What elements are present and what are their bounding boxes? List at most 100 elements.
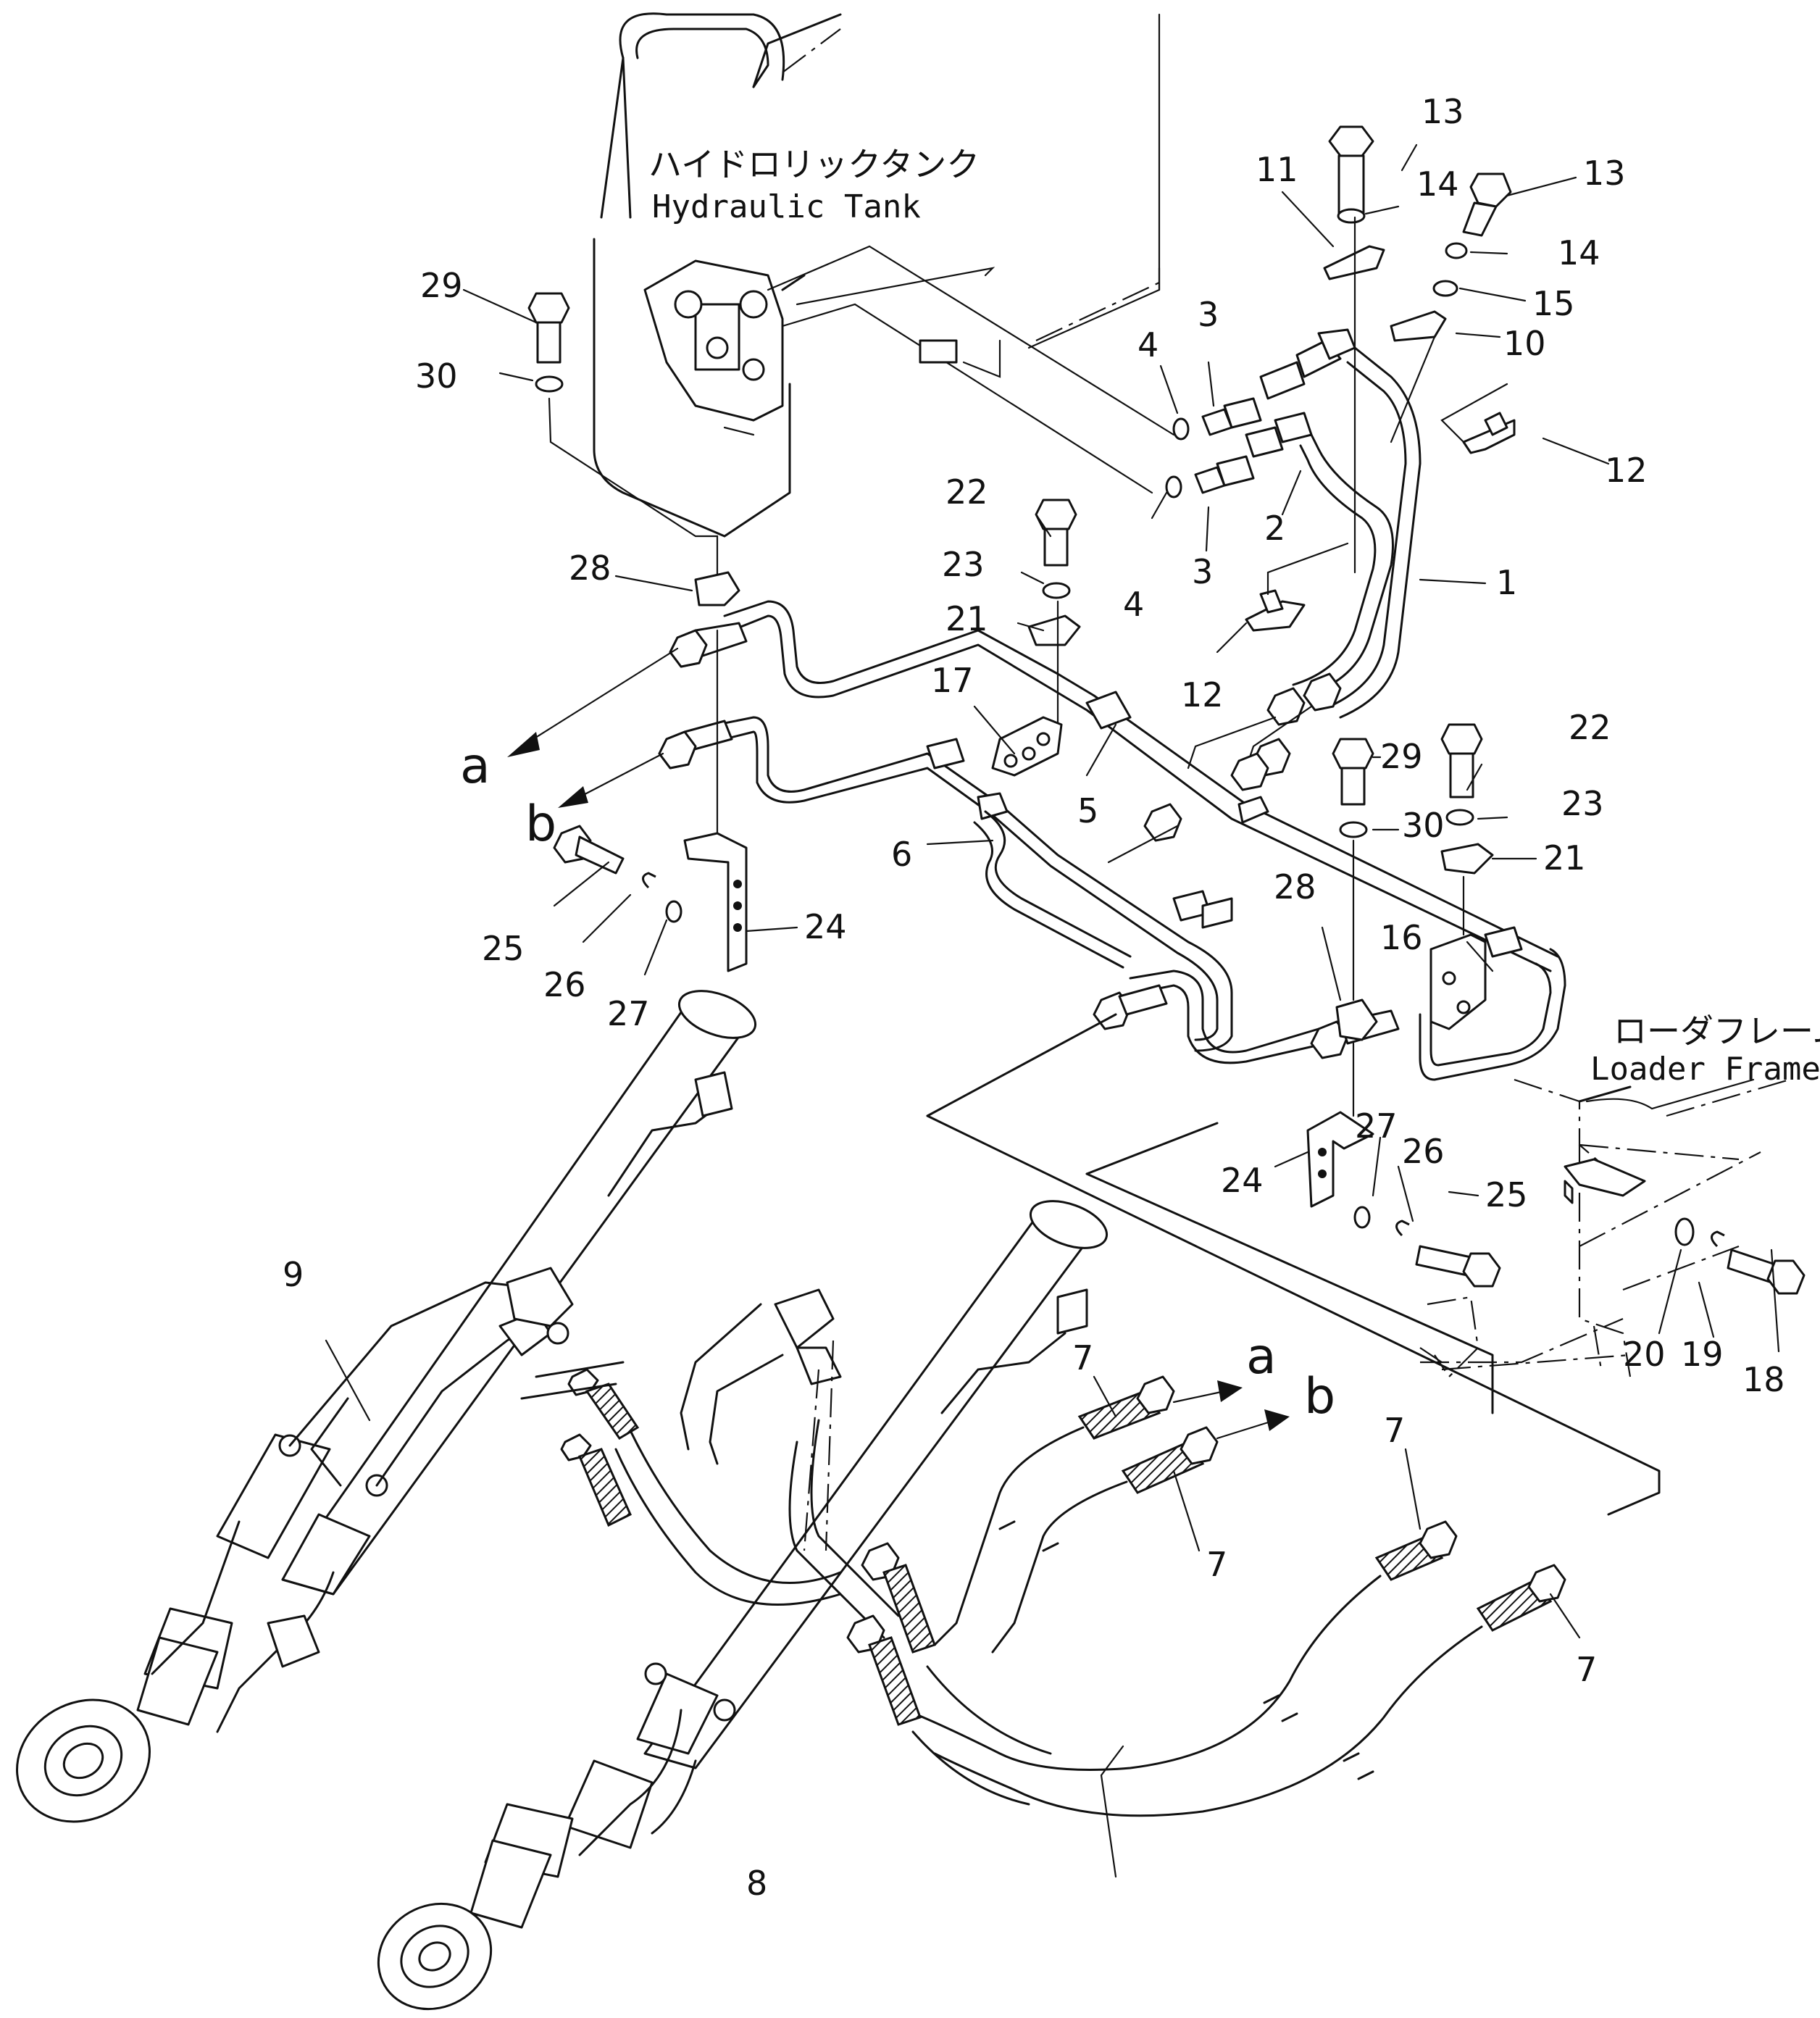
lock-washer-23-right [1445,809,1474,826]
callout-22-right: 22 [1569,708,1611,747]
callout-numbers: 1 2 3 3 4 4 5 6 7 7 7 7 8 9 10 11 12 12 … [283,92,1785,1903]
callout-26-left: 26 [543,965,586,1004]
callout-17: 17 [931,661,974,700]
loader-frame-fasteners [1674,1217,1806,1295]
callout-27-right: 27 [1355,1106,1398,1146]
washer-20 [1674,1217,1695,1246]
bolt-22-right [1440,723,1483,799]
bolt-25-right [1415,1245,1501,1288]
bolt-18 [1727,1248,1806,1295]
lock-washer-14-right [1445,242,1468,259]
bracket-17 [991,716,1063,777]
clamp-21-right [1440,843,1494,875]
callout-11: 11 [1256,150,1298,189]
hydraulic-tank: ハイドロリックタンク Hydraulic Tank [593,12,1175,538]
washer-27-left [665,900,682,923]
callout-12-lower: 12 [1181,675,1224,714]
callout-12-upper: 12 [1605,451,1648,490]
callout-27-left: 27 [607,994,650,1033]
conn-a-left-label: a [460,738,491,795]
callout-23-right: 23 [1561,784,1604,823]
control-valve-block [643,259,806,422]
pipe-2 [1292,433,1394,697]
callout-18: 18 [1742,1360,1785,1399]
callout-13-upper: 13 [1422,92,1464,131]
callout-24-left: 24 [804,907,847,946]
callout-19: 19 [1681,1335,1724,1374]
lock-washer-30-right [1339,821,1368,838]
pipe-6-nut-right [1143,803,1182,842]
callout-29-right: 29 [1380,737,1423,776]
upper-fittings-group [1245,125,1516,632]
callout-24-right: 24 [1221,1161,1264,1200]
bolt-25-left [553,825,625,875]
bracket-24-right [1306,1111,1374,1208]
clamp-28-right [1335,998,1378,1041]
loader-frame: ローダフレーム Loader Frame [926,1012,1820,1516]
callout-25-right: 25 [1485,1175,1528,1214]
boom-cylinder-9 [16,990,757,1823]
clamp-28-left [694,571,740,606]
hoses-7 [520,1361,1566,1817]
nut-a-left [669,629,708,668]
washer-27-right [1353,1206,1371,1229]
callout-6: 6 [891,835,912,874]
pipe-1-2-nuts [1187,672,1342,791]
connection-markers: a b a b [460,647,1335,1440]
lock-washer-19 [1711,1230,1725,1248]
callout-30-right: 30 [1402,806,1445,845]
callout-13-lower: 13 [1583,154,1626,193]
lock-washer-26-left [642,872,656,889]
bolt-13-left [1328,125,1374,215]
loader-frame-label-jp: ローダフレーム [1614,1012,1820,1051]
callout-20: 20 [1623,1335,1666,1374]
callout-4-lower: 4 [1123,585,1144,624]
callout-21-middle: 21 [946,599,988,638]
pipe-1 [1328,346,1422,719]
boom-cylinder-8 [377,1200,1109,2011]
bolt-29-left [527,292,570,364]
callout-7-d: 7 [1576,1650,1597,1689]
callout-21-right: 21 [1543,838,1586,877]
callout-3-upper: 3 [1198,295,1219,334]
callout-28-right: 28 [1274,867,1316,906]
washer-15 [1432,280,1458,297]
callout-7-b: 7 [1206,1545,1227,1584]
fittings-3-and-orings-4 [1165,328,1356,499]
bolt-13-right [1462,172,1512,237]
callout-25-left: 25 [482,929,525,968]
callout-28-left: 28 [569,549,611,588]
callout-26-right: 26 [1402,1132,1445,1171]
conn-b-right-label: b [1304,1368,1335,1425]
right-fittings-group [1306,723,1501,1288]
conn-b-left-label: b [525,796,556,853]
callout-15: 15 [1532,284,1575,323]
bolt-29-right [1332,738,1374,806]
callout-7-a: 7 [1072,1338,1093,1377]
middle-fittings-group [991,499,1081,777]
lock-washer-14-left [1337,208,1366,224]
hydraulic-tank-label-jp: ハイドロリックタンク [648,145,980,184]
callout-9: 9 [283,1255,304,1294]
callout-2: 2 [1264,509,1285,548]
lock-washer-30-left [535,375,564,393]
callout-23-middle: 23 [942,545,985,584]
callout-16: 16 [1380,918,1423,957]
bolt-22-middle [1035,499,1077,567]
bracket-16 [1429,933,1487,1030]
callout-3-lower: 3 [1192,552,1213,591]
callout-14-lower: 14 [1558,233,1600,272]
clamp-10 [1390,310,1447,342]
loader-frame-label-en: Loader Frame [1590,1051,1820,1088]
bracket-24-left [683,832,748,972]
callout-8: 8 [746,1864,767,1903]
callout-4-upper: 4 [1138,325,1159,364]
hydraulic-tank-label-en: Hydraulic Tank [652,188,921,225]
callout-7-c: 7 [1384,1411,1405,1450]
leader-lines [325,143,1780,1878]
callout-14-upper: 14 [1416,164,1459,204]
callout-30-left: 30 [415,357,458,396]
callout-10: 10 [1503,324,1546,363]
callout-29-left: 29 [420,266,463,305]
